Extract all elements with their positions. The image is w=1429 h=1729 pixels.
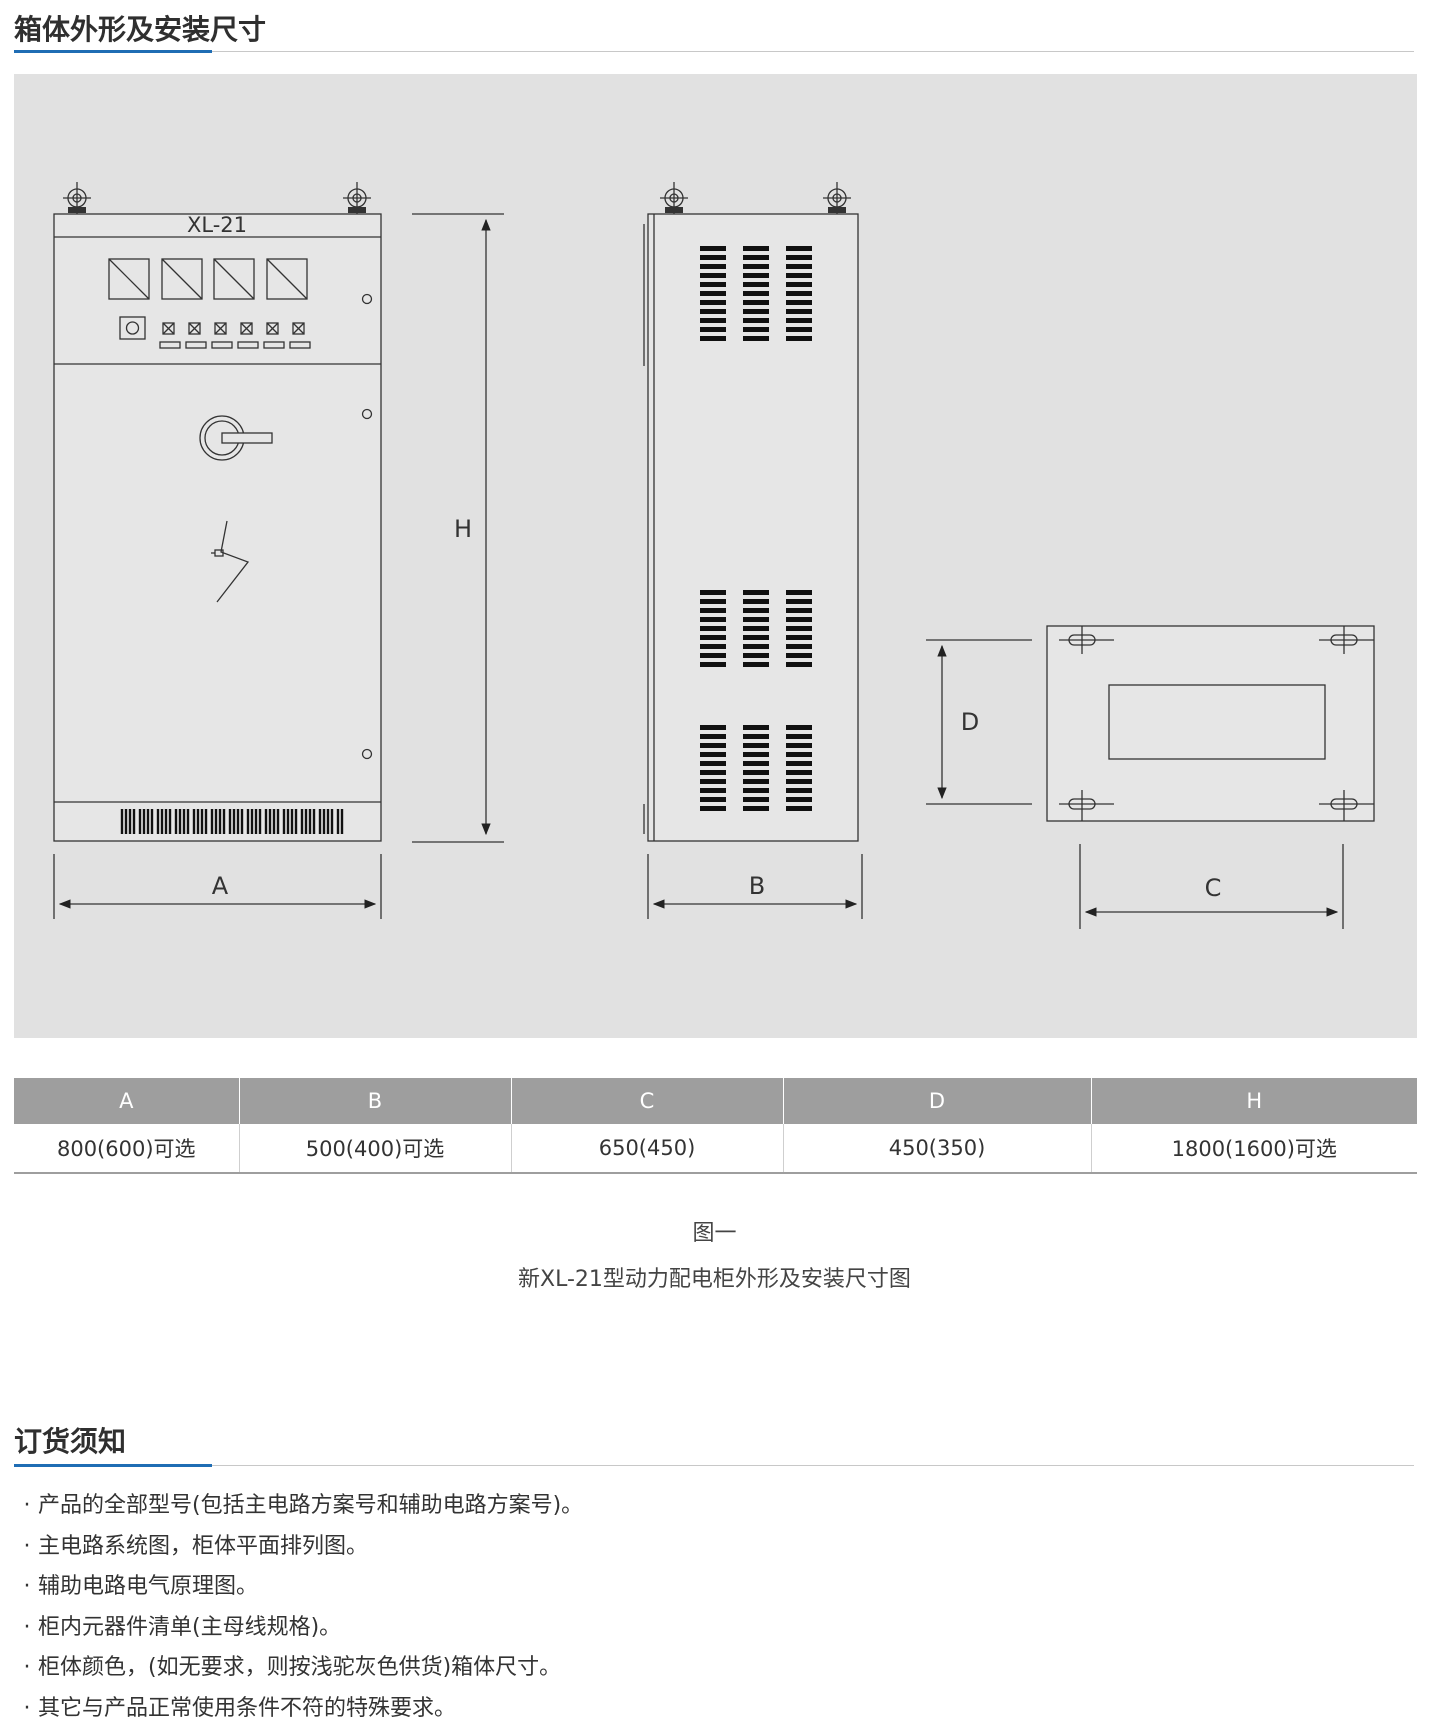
table-cell: 1800(1600)可选 <box>1091 1124 1417 1173</box>
figure-number: 图一 <box>0 1215 1429 1247</box>
section-accent-bar <box>14 50 212 53</box>
ordering-notes-list: ·产品的全部型号(包括主电路方案号和辅助电路方案号)。 ·主电路系统图，柜体平面… <box>16 1486 583 1729</box>
lifting-eye-icon <box>63 182 91 214</box>
note-text: 产品的全部型号(包括主电路方案号和辅助电路方案号)。 <box>38 1493 583 1518</box>
column-header: B <box>239 1078 511 1124</box>
note-text: 其它与产品正常使用条件不符的特殊要求。 <box>38 1696 456 1721</box>
model-label: XL-21 <box>187 213 247 237</box>
dimensions-section-title: 箱体外形及安装尺寸 <box>14 8 266 48</box>
column-header: H <box>1091 1078 1417 1124</box>
base-view: D <box>926 626 1374 929</box>
section-divider <box>14 51 1414 52</box>
dimension-a-label: A <box>212 872 229 900</box>
table-cell: 800(600)可选 <box>14 1124 239 1173</box>
bullet-icon: · <box>16 1527 38 1567</box>
list-item: ·其它与产品正常使用条件不符的特殊要求。 <box>16 1689 583 1729</box>
bullet-icon: · <box>16 1567 38 1607</box>
dimension-c: C <box>1080 844 1343 929</box>
bullet-icon: · <box>16 1608 38 1648</box>
bullet-icon: · <box>16 1486 38 1526</box>
column-header: C <box>511 1078 783 1124</box>
list-item: ·主电路系统图，柜体平面排列图。 <box>16 1527 583 1568</box>
dimension-h-label: H <box>454 515 472 543</box>
dimension-b: B <box>648 854 862 919</box>
section-divider <box>14 1465 1414 1466</box>
column-header: A <box>14 1078 239 1124</box>
lifting-eye-icon <box>823 182 851 214</box>
note-text: 柜体颜色，(如无要求，则按浅驼灰色供货)箱体尺寸。 <box>38 1655 561 1680</box>
dimension-b-label: B <box>749 872 765 900</box>
table-cell: 450(350) <box>783 1124 1091 1173</box>
side-vent-group <box>700 590 812 667</box>
note-text: 柜内元器件清单(主母线规格)。 <box>38 1615 341 1640</box>
dimension-diagram: XL-21 <box>14 74 1417 1038</box>
list-item: ·柜内元器件清单(主母线规格)。 <box>16 1608 583 1649</box>
cabinet-drawing: XL-21 <box>14 74 1417 1038</box>
section-accent-bar <box>14 1464 212 1467</box>
ordering-section-title: 订货须知 <box>14 1420 126 1460</box>
table-row: 800(600)可选 500(400)可选 650(450) 450(350) … <box>14 1124 1417 1173</box>
dimension-d-label: D <box>961 708 979 736</box>
table-header-row: A B C D H <box>14 1078 1417 1124</box>
dimension-table: A B C D H 800(600)可选 500(400)可选 650(450)… <box>14 1078 1417 1174</box>
front-view: XL-21 <box>54 182 504 919</box>
column-header: D <box>783 1078 1091 1124</box>
table-cell: 500(400)可选 <box>239 1124 511 1173</box>
figure-caption: 新XL-21型动力配电柜外形及安装尺寸图 <box>0 1261 1429 1293</box>
note-text: 辅助电路电气原理图。 <box>38 1574 258 1599</box>
lifting-eye-icon <box>343 182 371 214</box>
dimension-d: D <box>926 640 1032 804</box>
bullet-icon: · <box>16 1689 38 1729</box>
list-item: ·柜体颜色，(如无要求，则按浅驼灰色供货)箱体尺寸。 <box>16 1648 583 1689</box>
side-view: B <box>644 182 862 919</box>
list-item: ·辅助电路电气原理图。 <box>16 1567 583 1608</box>
dimension-h: H <box>412 214 504 842</box>
dimension-a: A <box>54 854 381 919</box>
lifting-eye-icon <box>660 182 688 214</box>
list-item: ·产品的全部型号(包括主电路方案号和辅助电路方案号)。 <box>16 1486 583 1527</box>
dimension-c-label: C <box>1205 874 1222 902</box>
bullet-icon: · <box>16 1648 38 1688</box>
table-cell: 650(450) <box>511 1124 783 1173</box>
note-text: 主电路系统图，柜体平面排列图。 <box>38 1534 368 1559</box>
